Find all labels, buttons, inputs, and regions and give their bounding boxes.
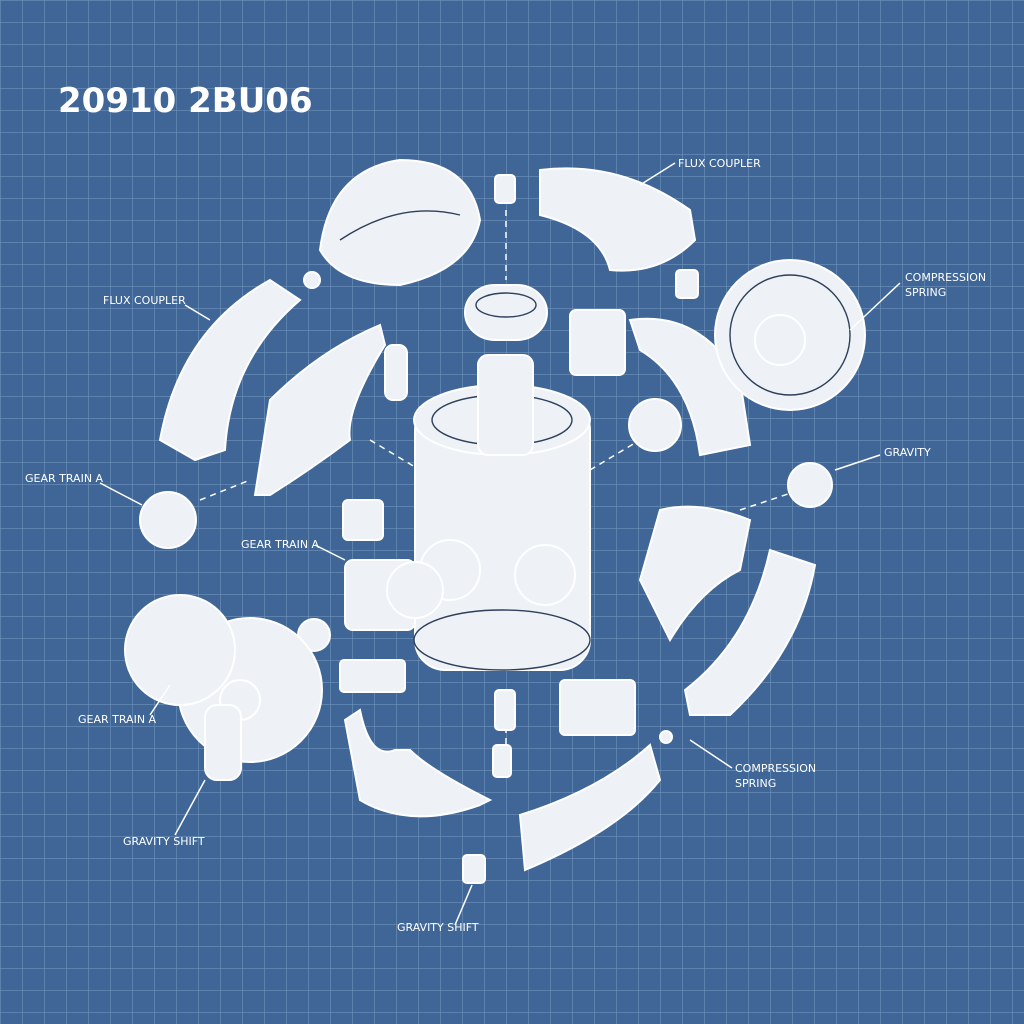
parts bbox=[124, 158, 866, 884]
label-gravity: GRAVITY bbox=[884, 446, 931, 459]
shaft-gear bbox=[477, 354, 534, 456]
right-gear bbox=[628, 398, 682, 452]
bottom-screw bbox=[462, 854, 486, 884]
right-lower-bracket bbox=[638, 505, 752, 643]
label-gravity-shift-left: GRAVITY SHIFT bbox=[123, 835, 205, 848]
gravity-gear bbox=[787, 462, 833, 508]
label-compression-spring-right-2: SPRING bbox=[905, 286, 946, 299]
top-left-shell bbox=[318, 158, 482, 287]
label-compression-spring-bottom-1: COMPRESSION bbox=[735, 762, 816, 775]
bottom-right-arc bbox=[518, 743, 662, 872]
left-arc-plate bbox=[158, 278, 302, 462]
bottom-shaft bbox=[494, 689, 516, 731]
label-gear-train-a-bottom: GEAR TRAIN A bbox=[78, 713, 157, 726]
gravity-shift-handle bbox=[204, 704, 242, 781]
right-arc-plate bbox=[683, 548, 817, 716]
labels: FLUX COUPLER FLUX COUPLER COMPRESSION SP… bbox=[25, 157, 986, 934]
small-spring bbox=[384, 344, 408, 401]
label-flux-coupler-left: FLUX COUPLER bbox=[103, 294, 186, 307]
explode-lines bbox=[199, 210, 801, 745]
label-flux-coupler-top: FLUX COUPLER bbox=[678, 157, 761, 170]
bottom-left-arc bbox=[343, 708, 493, 818]
label-gear-train-a-left: GEAR TRAIN A bbox=[25, 472, 104, 485]
top-cap bbox=[464, 284, 548, 341]
bottom-pin bbox=[492, 744, 512, 778]
label-gravity-shift-bottom: GRAVITY SHIFT bbox=[397, 921, 479, 934]
left-bracket bbox=[253, 323, 387, 496]
label-gear-train-a-center: GEAR TRAIN A bbox=[241, 538, 320, 551]
leader-lines bbox=[99, 162, 901, 926]
label-compression-spring-bottom-2: SPRING bbox=[735, 777, 776, 790]
clip-block bbox=[569, 309, 626, 376]
label-compression-spring-right-1: COMPRESSION bbox=[905, 271, 986, 284]
diagram-title: 20910 2BU06 bbox=[58, 81, 313, 121]
gear-train-a-hub bbox=[139, 491, 197, 549]
top-pin bbox=[494, 174, 516, 204]
flux-coupler-plate bbox=[539, 167, 697, 272]
